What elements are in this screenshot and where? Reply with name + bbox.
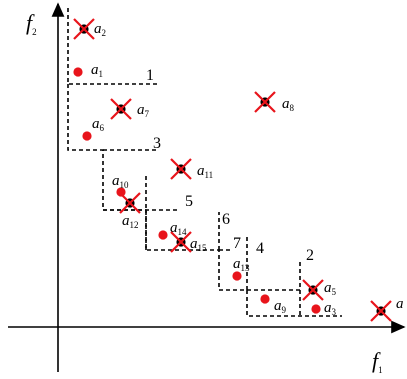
point-label-a14: a14 — [170, 220, 187, 237]
point-label-a8: a8 — [282, 96, 295, 113]
point-a10: a10 — [112, 173, 129, 197]
point-a2: a2 — [73, 18, 106, 40]
point-marker-a14 — [158, 230, 168, 240]
point-marker-a13 — [232, 271, 242, 281]
point-a15: a15 — [170, 231, 207, 253]
point-a5: a5 — [302, 279, 337, 301]
cross-mark-a4 — [370, 300, 392, 322]
x-axis-label: f1 — [372, 348, 383, 375]
front-label-4: 4 — [256, 240, 264, 257]
point-marker-a6 — [82, 131, 92, 141]
point-a14: a14 — [158, 220, 187, 240]
cross-mark-a7 — [110, 98, 132, 120]
point-a12: a12 — [119, 192, 141, 230]
point-label-a12: a12 — [122, 213, 139, 230]
point-label-a7: a7 — [137, 102, 150, 119]
point-label-a6: a6 — [92, 116, 105, 133]
point-marker-a10 — [116, 187, 126, 197]
front-label-1: 1 — [146, 67, 154, 84]
point-label-a11: a11 — [197, 163, 213, 180]
cross-mark-a2 — [73, 18, 95, 40]
point-label-a10: a10 — [112, 173, 129, 190]
point-a11: a11 — [170, 158, 213, 180]
cross-mark-a12 — [119, 192, 141, 214]
front-label-6: 6 — [222, 211, 230, 228]
point-label-a15: a15 — [190, 236, 207, 253]
point-a13: a13 — [232, 256, 250, 281]
point-a4: a — [370, 296, 404, 322]
front-label-2: 2 — [306, 247, 314, 264]
point-label-a9: a9 — [274, 298, 287, 315]
point-label-a13: a13 — [233, 256, 250, 273]
front-label-7: 7 — [233, 235, 241, 252]
front-label-5: 5 — [185, 193, 193, 210]
y-axis-label: f2 — [26, 10, 37, 37]
front-lines — [67, 8, 342, 317]
point-label-a4: a — [396, 296, 404, 312]
point-a3: a3 — [311, 300, 337, 317]
front-line-7 — [145, 175, 232, 251]
point-marker-a1 — [73, 67, 83, 77]
point-label-a2: a2 — [94, 21, 106, 38]
front-line-1 — [67, 8, 158, 85]
point-label-a1: a1 — [91, 62, 103, 79]
point-a1: a1 — [73, 62, 103, 79]
point-label-a3: a3 — [324, 300, 337, 317]
front-label-3: 3 — [153, 135, 161, 152]
cross-mark-a5 — [302, 279, 324, 301]
point-a6: a6 — [82, 116, 105, 141]
point-a9: a9 — [260, 294, 287, 315]
cross-mark-a15 — [170, 231, 192, 253]
point-a7: a7 — [110, 98, 150, 120]
cross-mark-a8 — [254, 91, 276, 113]
point-marker-a3 — [311, 304, 321, 314]
point-marker-a9 — [260, 294, 270, 304]
front-line-2 — [247, 262, 301, 316]
point-label-a5: a5 — [324, 280, 337, 297]
point-a8: a8 — [254, 91, 295, 113]
front-line-3 — [67, 84, 342, 317]
cross-mark-a11 — [170, 158, 192, 180]
